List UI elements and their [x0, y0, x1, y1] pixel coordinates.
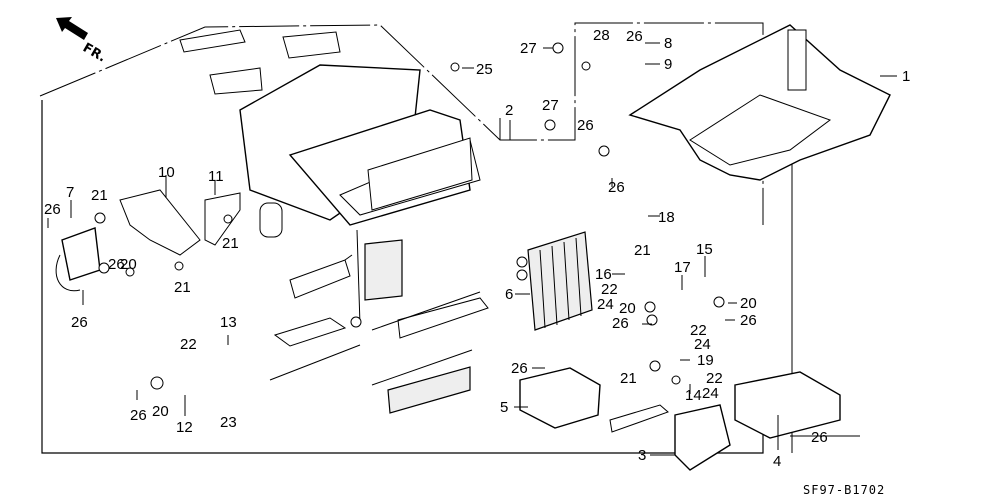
leader-lines — [47, 42, 897, 456]
callout-25: 25 — [476, 61, 493, 78]
callout-20a: 20 — [120, 256, 137, 273]
callout-1: 1 — [902, 68, 910, 85]
diagram-code: SF97-B1702 — [803, 483, 885, 497]
front-arrow-icon — [56, 17, 88, 40]
callout-26g: 26 — [608, 179, 625, 196]
callout-18: 18 — [658, 209, 675, 226]
actuator-motor — [55, 189, 241, 292]
callout-16: 16 — [595, 266, 612, 283]
callout-22b: 22 — [601, 281, 618, 298]
callout-6: 6 — [505, 286, 513, 303]
callout-21b: 21 — [222, 235, 239, 252]
callout-26j: 26 — [740, 312, 757, 329]
callout-5: 5 — [500, 399, 508, 416]
callout-20d: 20 — [740, 295, 757, 312]
callout-28: 28 — [593, 27, 610, 44]
callout-26c: 26 — [108, 256, 125, 273]
callout-24c: 24 — [702, 385, 719, 402]
callout-22a: 22 — [180, 336, 197, 353]
callout-24b: 24 — [694, 336, 711, 353]
callout-10: 10 — [158, 164, 175, 181]
callout-24a: 24 — [597, 296, 614, 313]
callout-12: 12 — [176, 419, 193, 436]
fasteners — [94, 42, 725, 390]
callout-21e: 21 — [620, 370, 637, 387]
callout-22c: 22 — [690, 322, 707, 339]
callout-26k: 26 — [811, 429, 828, 446]
callout-20b: 20 — [152, 403, 169, 420]
callout-27a: 27 — [520, 40, 537, 57]
callout-8: 8 — [664, 35, 672, 52]
callout-14: 14 — [685, 387, 702, 404]
callout-20c: 20 — [619, 300, 636, 317]
upper-heater-case — [179, 29, 481, 238]
callout-26e: 26 — [626, 28, 643, 45]
callout-7: 7 — [66, 184, 74, 201]
callout-21d: 21 — [634, 242, 651, 259]
callout-26a: 26 — [44, 201, 61, 218]
seal-ring — [259, 202, 283, 238]
callout-26f: 26 — [577, 117, 594, 134]
callout-17: 17 — [674, 259, 691, 276]
callout-21c: 21 — [174, 279, 191, 296]
callout-4: 4 — [773, 453, 781, 470]
callout-13: 13 — [220, 314, 237, 331]
callout-19: 19 — [697, 352, 714, 369]
callout-21a: 21 — [91, 187, 108, 204]
lower-heater-case — [628, 24, 891, 181]
callout-26i: 26 — [612, 315, 629, 332]
air-mix-doors — [269, 229, 489, 414]
callout-26d: 26 — [130, 407, 147, 424]
callout-22d: 22 — [706, 370, 723, 387]
heater-core — [516, 231, 593, 331]
callout-labels: 1 2 3 4 5 6 7 8 9 10 11 12 13 14 15 16 1… — [44, 27, 910, 470]
callout-3: 3 — [638, 447, 646, 464]
front-label: FR. — [80, 40, 108, 65]
callout-11: 11 — [208, 168, 224, 185]
callout-15: 15 — [696, 241, 713, 258]
callout-26b: 26 — [71, 314, 88, 331]
callout-27b: 27 — [542, 97, 559, 114]
blower-parts — [519, 367, 841, 471]
callout-23: 23 — [220, 414, 237, 431]
front-direction-marker: FR. — [56, 17, 108, 66]
callout-26h: 26 — [511, 360, 528, 377]
callout-2: 2 — [505, 102, 513, 119]
callout-9: 9 — [664, 56, 672, 73]
